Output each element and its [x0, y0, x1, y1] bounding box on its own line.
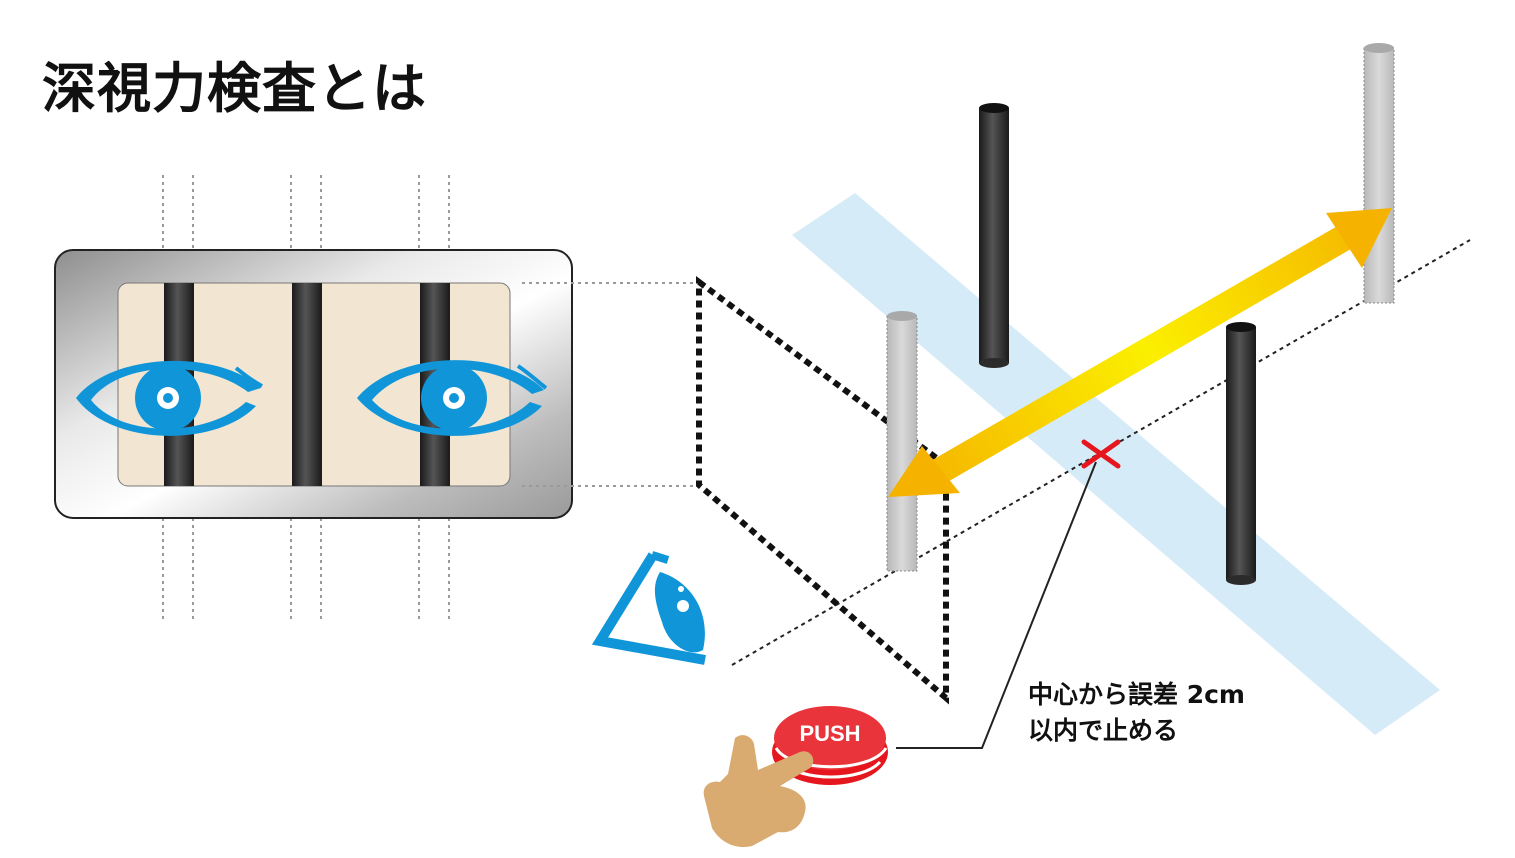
eye-icon	[357, 360, 548, 436]
viewer-window	[54, 175, 573, 620]
cross-mark-icon	[1081, 439, 1121, 469]
leader-line	[896, 461, 1097, 749]
side-eye-icon	[591, 551, 706, 665]
pole-back-dark	[979, 103, 1009, 368]
page-title: 深視力検査とは	[42, 57, 427, 120]
tolerance-note-line-2: 以内で止める	[1028, 716, 1179, 745]
pole-front-gray	[886, 311, 918, 572]
tolerance-note-line-1: 中心から誤差 2cm	[1028, 680, 1245, 709]
rod-center	[292, 283, 322, 486]
push-button-label: PUSH	[799, 721, 860, 746]
connector-lines	[522, 282, 697, 487]
hand-icon	[703, 735, 814, 848]
tolerance-note: 中心から誤差 2cm 以内で止める	[1028, 677, 1245, 749]
movement-arrow	[888, 208, 1392, 497]
pole-back-gray	[1363, 43, 1395, 304]
viewing-frame	[696, 276, 949, 705]
eye-icon	[76, 360, 263, 436]
depth-apparatus	[696, 43, 1471, 749]
pole-moving-dark	[1226, 322, 1256, 585]
